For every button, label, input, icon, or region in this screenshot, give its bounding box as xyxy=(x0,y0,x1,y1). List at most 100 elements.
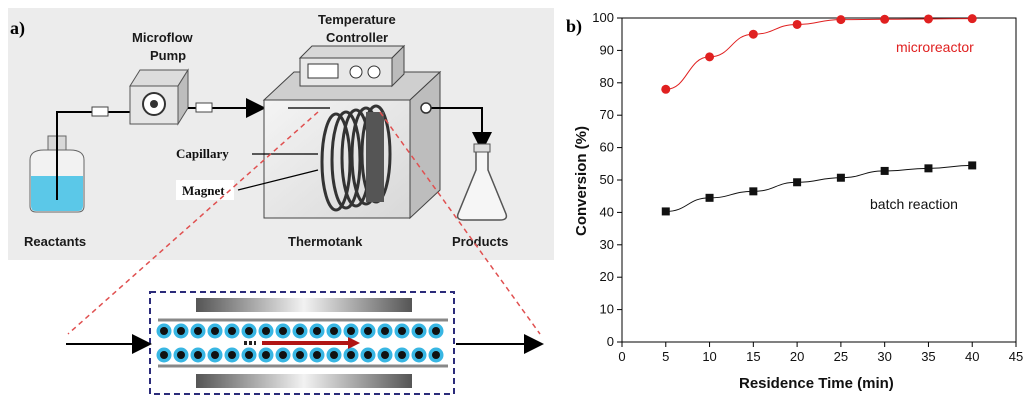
capillary-label: Capillary xyxy=(176,146,229,161)
connector-icon xyxy=(91,106,109,117)
thermotank-label: Thermotank xyxy=(288,234,363,249)
bead-core-icon xyxy=(398,351,406,359)
data-point-0 xyxy=(836,15,846,25)
magnet-pointer xyxy=(237,169,319,191)
reactant-bottle-icon xyxy=(29,120,85,213)
zoom-line-right xyxy=(379,111,541,335)
data-point-1 xyxy=(924,164,933,173)
bead-core-icon xyxy=(177,327,185,335)
y-tick-label: 20 xyxy=(600,269,614,284)
connector-icon xyxy=(195,102,213,113)
bead-core-icon xyxy=(398,327,406,335)
capillary-coil-icon xyxy=(288,104,392,212)
bead-core-icon xyxy=(364,351,372,359)
data-point-0 xyxy=(792,19,802,29)
bead-core-icon xyxy=(211,327,219,335)
bead-core-icon xyxy=(415,327,423,335)
bead-core-icon xyxy=(313,351,321,359)
data-point-1 xyxy=(705,193,714,202)
bead-core-icon xyxy=(432,327,440,335)
bead-core-icon xyxy=(262,351,270,359)
product-flask-icon xyxy=(456,143,508,221)
x-tick-label: 45 xyxy=(1009,349,1023,364)
chart-series xyxy=(661,14,977,216)
x-tick-label: 25 xyxy=(834,349,848,364)
bead-core-icon xyxy=(228,351,236,359)
bead-core-icon xyxy=(194,351,202,359)
data-point-0 xyxy=(923,14,933,24)
bead-core-icon xyxy=(347,327,355,335)
bead-core-icon xyxy=(415,351,423,359)
bead-core-icon xyxy=(245,351,253,359)
y-tick-label: 0 xyxy=(607,334,614,349)
inlet-tubing xyxy=(56,111,132,122)
bead-core-icon xyxy=(381,327,389,335)
x-tick-label: 10 xyxy=(702,349,716,364)
bead-layer xyxy=(156,323,444,363)
data-point-1 xyxy=(749,187,758,196)
data-point-1 xyxy=(880,166,889,175)
magnet-bottom xyxy=(196,374,412,388)
series-line-1 xyxy=(665,164,973,212)
data-point-0 xyxy=(880,14,890,24)
x-tick-label: 5 xyxy=(662,349,669,364)
bead-core-icon xyxy=(194,327,202,335)
bead-core-icon xyxy=(279,351,287,359)
bead-core-icon xyxy=(177,351,185,359)
magnet-label-bg xyxy=(176,180,234,200)
outlet-tubing xyxy=(426,107,492,152)
bead-core-icon xyxy=(296,351,304,359)
bead-core-icon xyxy=(211,351,219,359)
panel-b-label: b) xyxy=(566,16,582,37)
y-tick-label: 50 xyxy=(600,172,614,187)
products-label: Products xyxy=(452,234,508,249)
outlet-port-icon xyxy=(420,102,432,114)
panel-a-label: a) xyxy=(10,18,25,39)
zoom-line-left xyxy=(67,111,319,335)
x-tick-label: 20 xyxy=(790,349,804,364)
x-tick-label: 0 xyxy=(618,349,625,364)
y-tick-label: 70 xyxy=(600,107,614,122)
bead-core-icon xyxy=(262,327,270,335)
y-tick-label: 40 xyxy=(600,204,614,219)
capillary-zoom-inset xyxy=(149,291,455,395)
bead-core-icon xyxy=(330,327,338,335)
magnet-top xyxy=(196,298,412,312)
series-label-batch: batch reaction xyxy=(870,196,958,212)
bead-core-icon xyxy=(160,351,168,359)
microflow-pump-icon xyxy=(129,68,189,126)
y-tick-label: 30 xyxy=(600,237,614,252)
x-tick-label: 15 xyxy=(746,349,760,364)
data-point-0 xyxy=(661,84,671,94)
bead-core-icon xyxy=(313,327,321,335)
bead-core-icon xyxy=(432,351,440,359)
x-axis-title: Residence Time (min) xyxy=(739,375,894,392)
bead-core-icon xyxy=(347,351,355,359)
bead-core-icon xyxy=(296,327,304,335)
reactants-label: Reactants xyxy=(24,234,86,249)
x-tick-label: 35 xyxy=(921,349,935,364)
x-tick-label: 30 xyxy=(877,349,891,364)
y-tick-label: 80 xyxy=(600,75,614,90)
series-label-microreactor: microreactor xyxy=(896,39,974,55)
data-point-1 xyxy=(968,161,977,170)
bead-core-icon xyxy=(245,327,253,335)
y-tick-label: 100 xyxy=(592,10,614,25)
bead-core-icon xyxy=(381,351,389,359)
bead-core-icon xyxy=(364,327,372,335)
magnet-label: Magnet xyxy=(182,183,225,198)
data-point-1 xyxy=(793,178,802,187)
bead-core-icon xyxy=(160,327,168,335)
bead-core-icon xyxy=(330,351,338,359)
data-point-1 xyxy=(836,173,845,182)
data-point-0 xyxy=(748,29,758,39)
y-axis-title: Conversion (%) xyxy=(573,126,590,236)
data-point-1 xyxy=(661,207,670,216)
